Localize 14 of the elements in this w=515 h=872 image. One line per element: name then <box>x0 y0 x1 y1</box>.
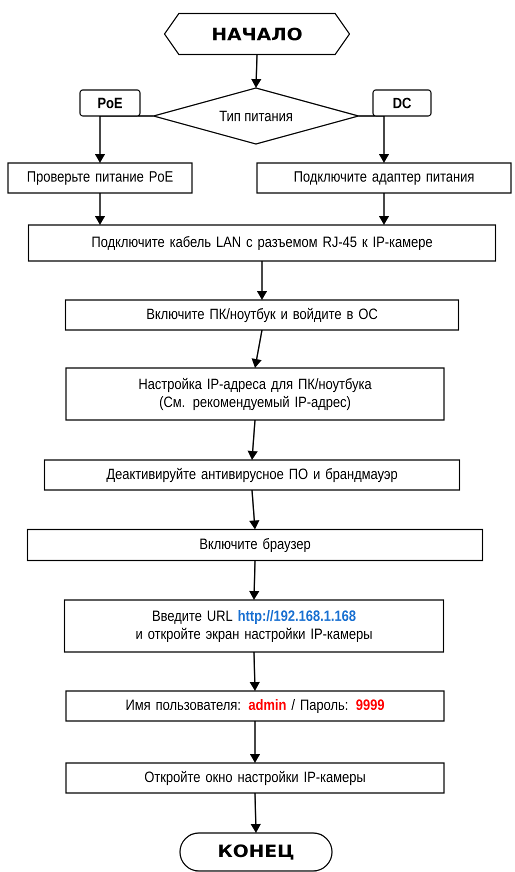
process-box: Настройка IP-адреса для ПК/ноутбука (См. рекомендуемый IP-адрес) <box>65 367 445 421</box>
edge-label: PoE <box>79 89 141 117</box>
process-box: Введите URL http://192.168.1.168 и откройте экран настройки IP-камеры <box>64 599 444 653</box>
process-box: Деактивируйте антивирусное ПО и брандмауэр <box>44 459 460 491</box>
process-box: Включите браузер <box>26 528 484 562</box>
start-terminal: НАЧАЛО <box>164 12 350 56</box>
process-box: Подключите кабель LAN с разъемом RJ-45 к IP-камере <box>28 224 496 262</box>
process-box: Подключите адаптер питания <box>256 162 512 194</box>
process-box: Имя пользователя: admin / Пароль: 9999 <box>65 690 445 722</box>
edge-label: DC <box>372 89 432 117</box>
process-box: Проверьте питание PoE <box>7 162 193 194</box>
process-box: Включите ПК/ноутбук и войдите в ОС <box>64 299 460 331</box>
process-box: Откройте окно настройки IP-камеры <box>65 762 445 794</box>
end-terminal: КОНЕЦ <box>179 832 333 872</box>
